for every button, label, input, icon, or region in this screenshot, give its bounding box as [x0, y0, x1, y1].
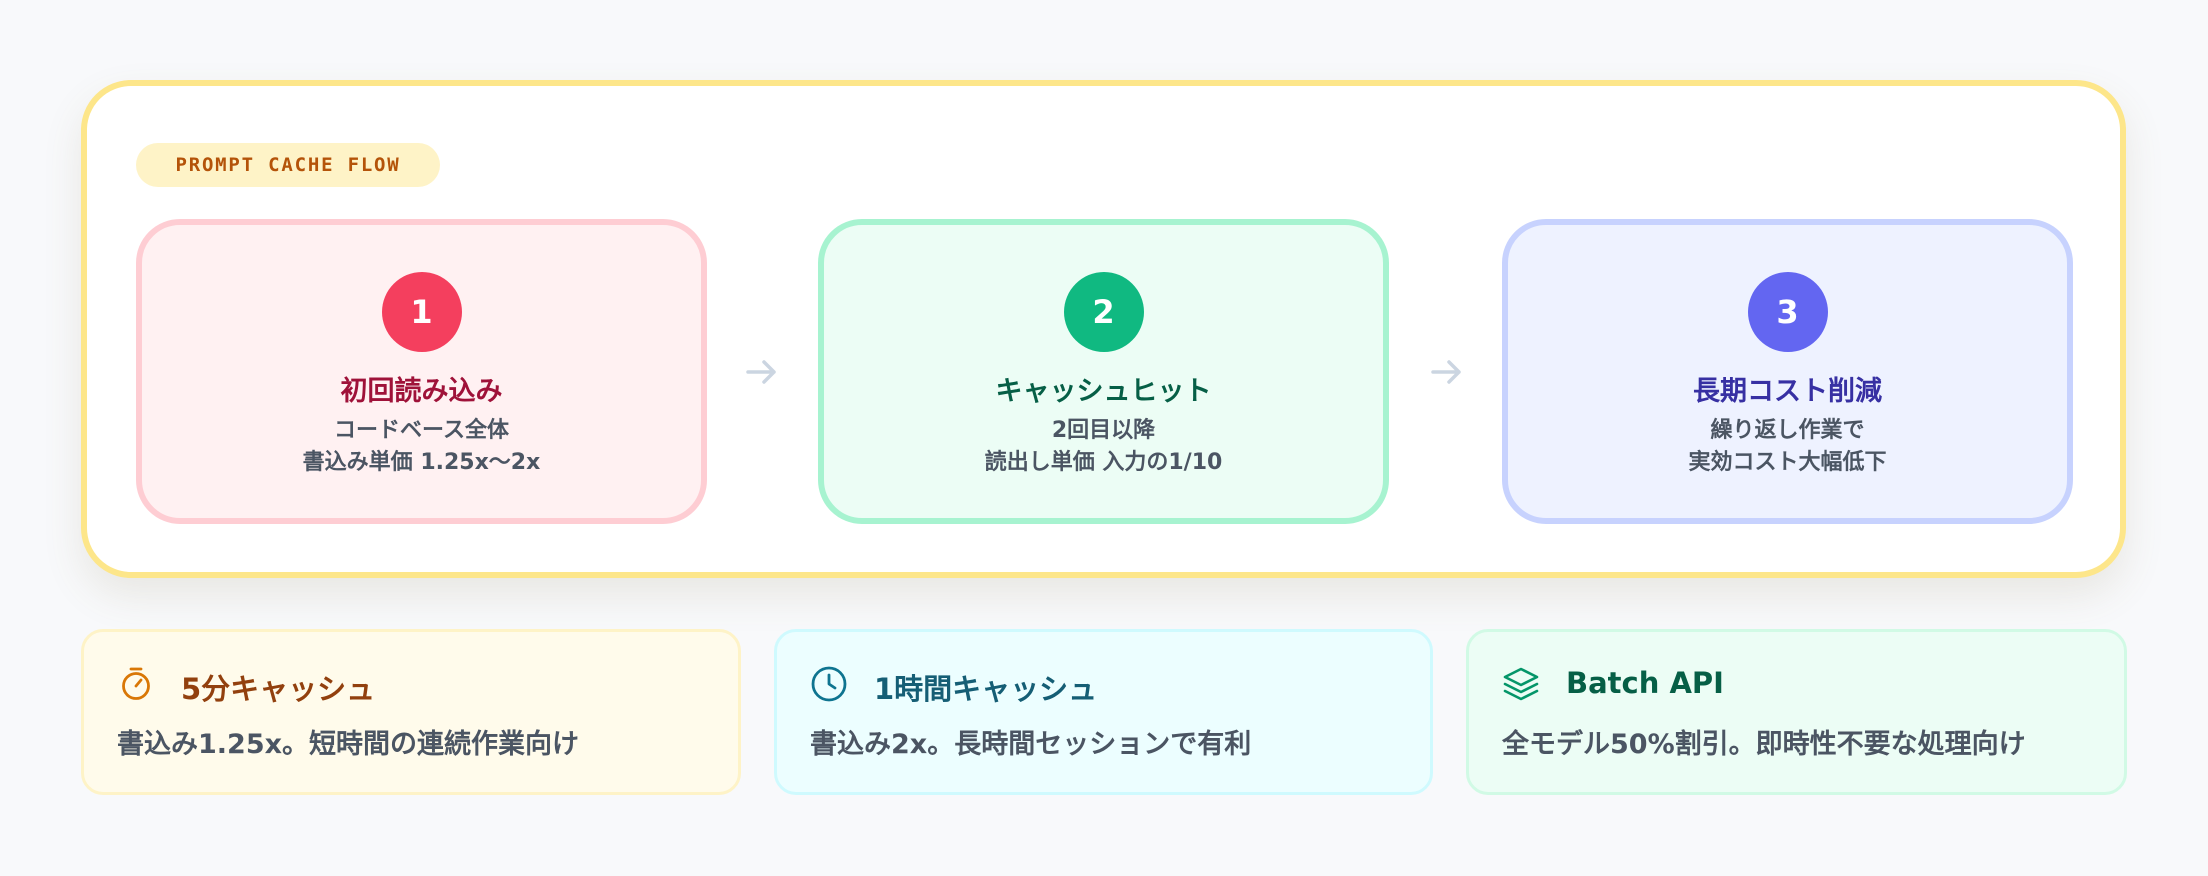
- step-description: コードベース全体 書込み単価 1.25x〜2x: [142, 415, 701, 479]
- info-card-description: 書込み2x。長時間セッションで有利: [810, 729, 1252, 760]
- info-card-title: Batch API: [1566, 666, 1724, 700]
- step-description-line: 2回目以降: [1051, 418, 1156, 443]
- info-card-batch-api: Batch API 全モデル50%割引。即時性不要な処理向け: [1466, 629, 2127, 795]
- step-description-line: 繰り返し作業で: [1710, 418, 1865, 443]
- step-card-long-term-savings: 3 長期コスト削減 繰り返し作業で 実効コスト大幅低下: [1502, 219, 2073, 524]
- step-card-cache-hit: 2 キャッシュヒット 2回目以降 読出し単価 入力の1/10: [818, 219, 1389, 524]
- step-number-badge: 1: [381, 272, 462, 352]
- info-card-1hour-cache: 1時間キャッシュ 書込み2x。長時間セッションで有利: [774, 629, 1433, 795]
- info-card-description: 全モデル50%割引。即時性不要な処理向け: [1502, 729, 2026, 760]
- info-card-title: 5分キャッシュ: [181, 672, 376, 706]
- info-card-title: 1時間キャッシュ: [874, 672, 1098, 706]
- step-card-initial-load: 1 初回読み込み コードベース全体 書込み単価 1.25x〜2x: [136, 219, 707, 524]
- layers-icon: [1503, 667, 1539, 701]
- info-card-5min-cache: 5分キャッシュ 書込み1.25x。短時間の連続作業向け: [81, 629, 741, 795]
- flow-badge: PROMPT CACHE FLOW: [136, 143, 440, 187]
- step-number-badge: 2: [1063, 272, 1144, 352]
- step-description: 繰り返し作業で 実効コスト大幅低下: [1508, 415, 2067, 479]
- step-description-line: 書込み単価 1.25x〜2x: [302, 450, 541, 475]
- step-description-line: 読出し単価 入力の1/10: [984, 450, 1223, 475]
- step-title: キャッシュヒット: [995, 376, 1212, 407]
- step-description: 2回目以降 読出し単価 入力の1/10: [824, 415, 1383, 479]
- clock-icon: [811, 666, 847, 702]
- arrow-right-icon: [1431, 360, 1461, 384]
- step-title: 長期コスト削減: [1693, 376, 1882, 407]
- step-title: 初回読み込み: [340, 376, 503, 407]
- step-description-line: コードベース全体: [334, 418, 509, 443]
- step-number-badge: 3: [1747, 272, 1828, 352]
- info-card-description: 書込み1.25x。短時間の連続作業向け: [117, 729, 580, 760]
- arrow-right-icon: [746, 360, 776, 384]
- step-description-line: 実効コスト大幅低下: [1688, 450, 1887, 475]
- timer-icon: [122, 667, 150, 700]
